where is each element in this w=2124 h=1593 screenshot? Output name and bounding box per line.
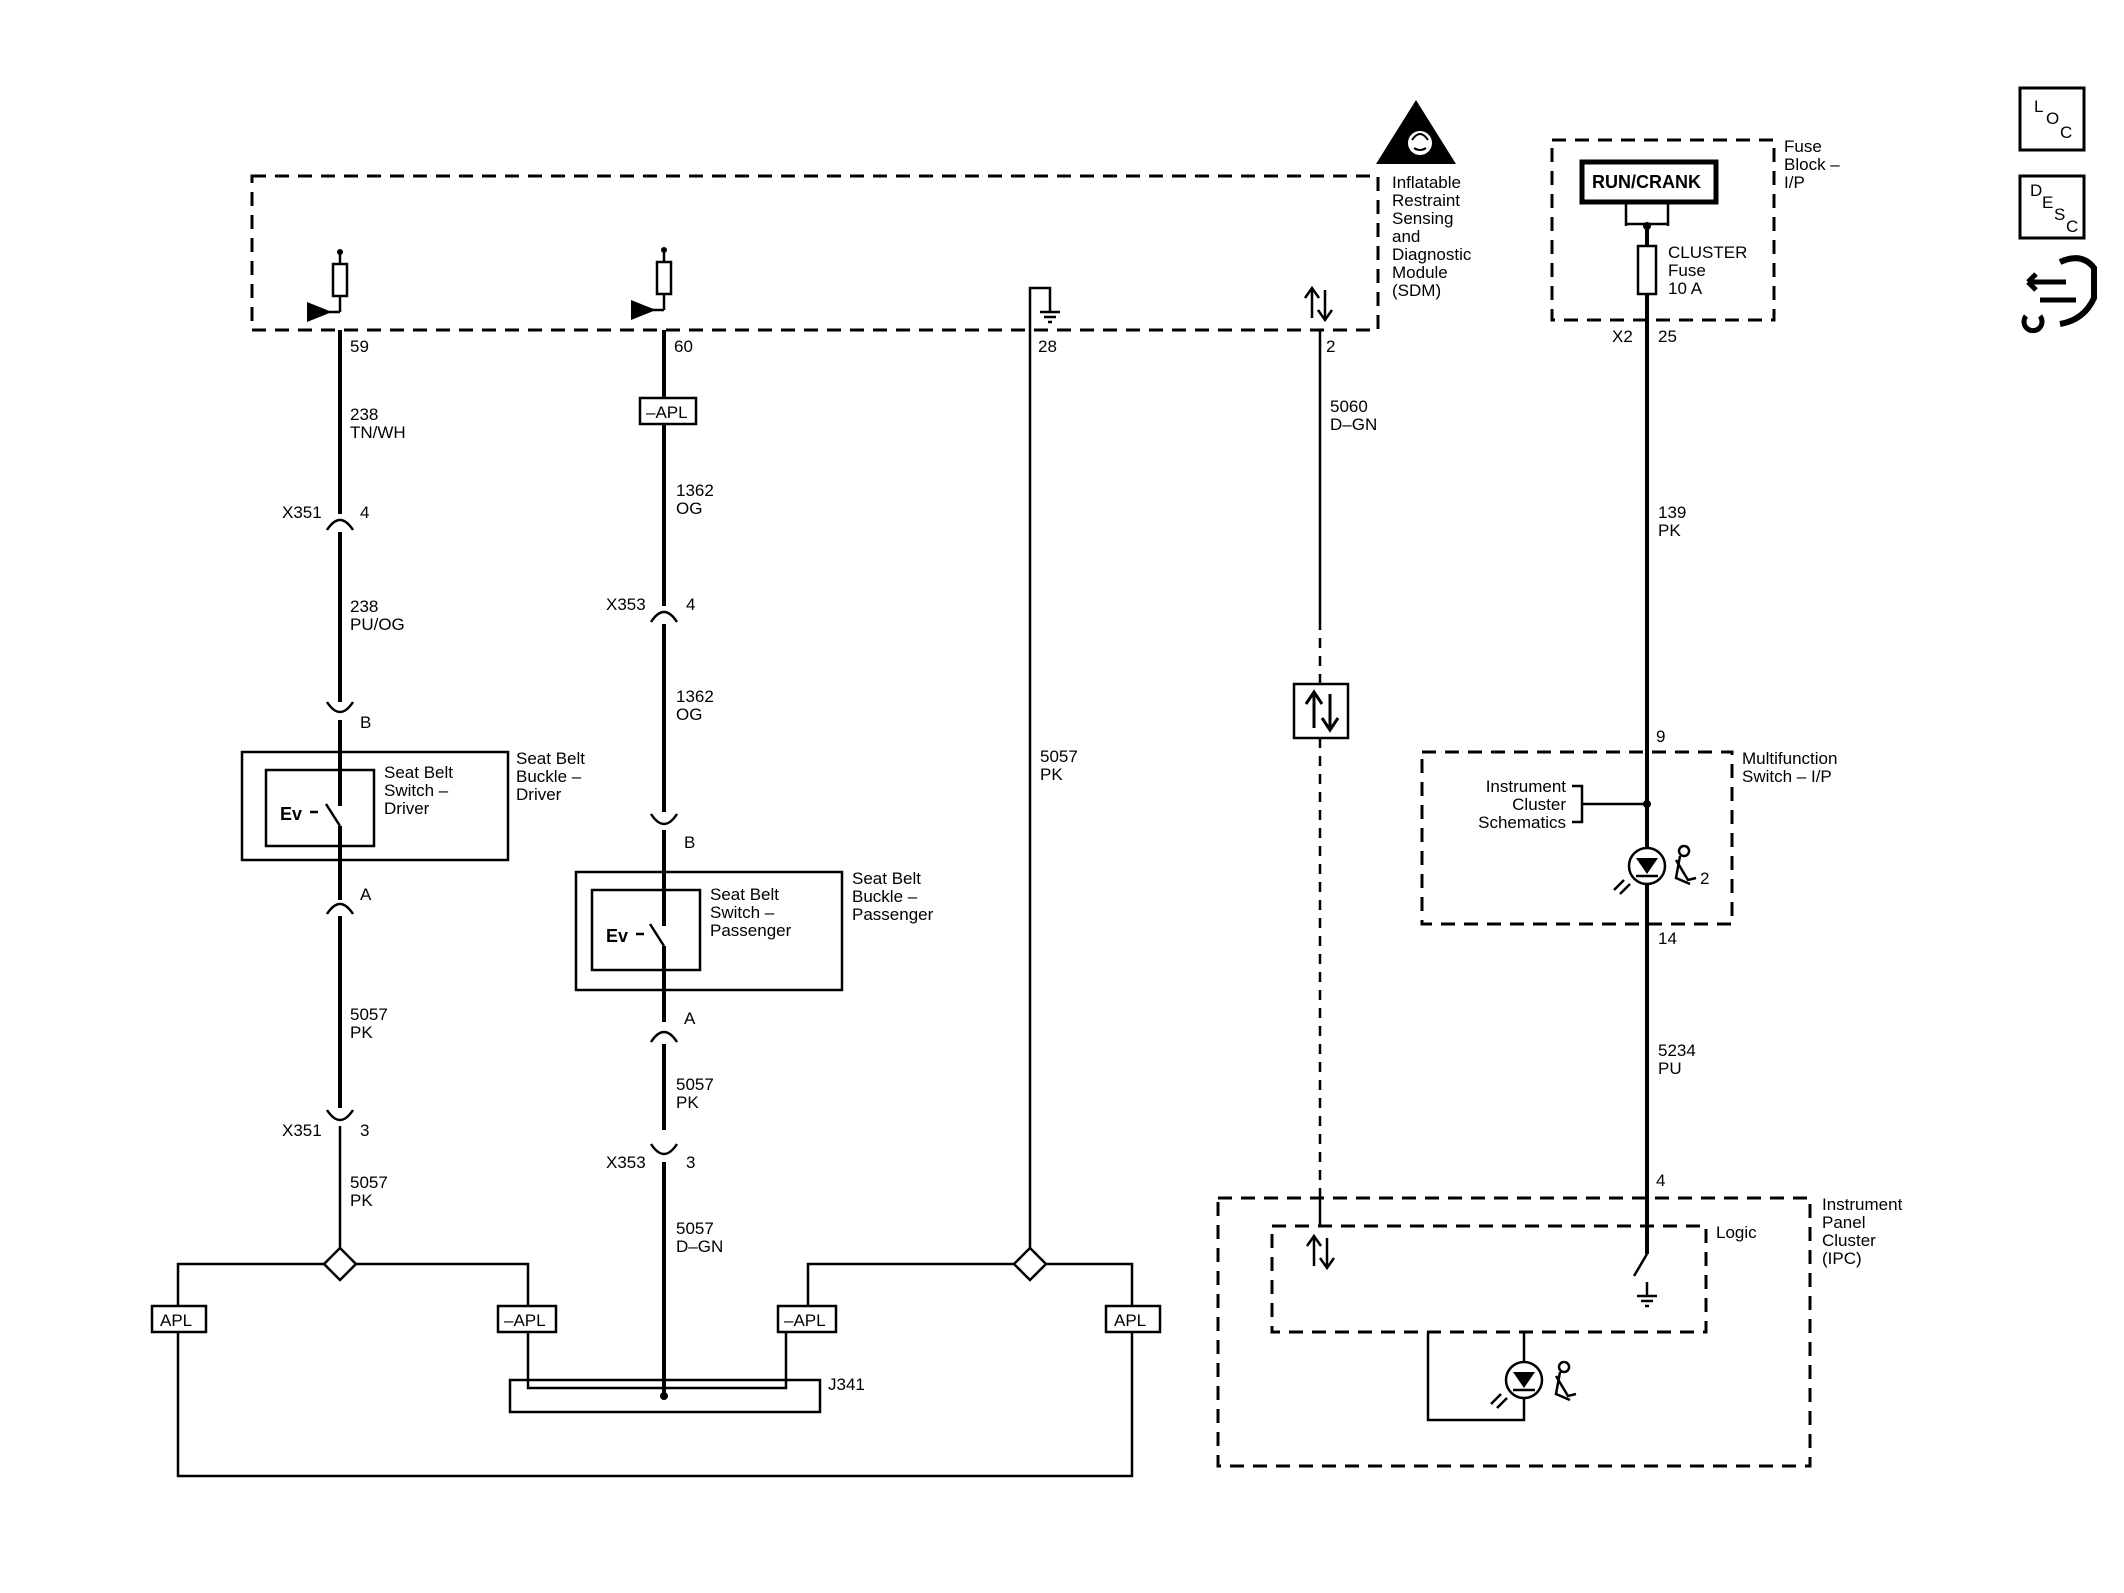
svg-text:2: 2 (1700, 869, 1709, 888)
svg-text:RUN/CRANK: RUN/CRANK (1592, 172, 1701, 192)
seatbelt-icon (1674, 844, 1697, 886)
svg-text:14: 14 (1658, 929, 1677, 948)
svg-text:Inflatable Restraint: Inflatable Restraint Sensing and Diagnos… (1392, 173, 1476, 300)
sdm-pullup-2 (631, 247, 673, 320)
svg-text:APL: APL (160, 1311, 192, 1330)
svg-text:–APL: –APL (504, 1311, 546, 1330)
svg-text:9: 9 (1656, 727, 1665, 746)
sdm-label-1: Inflatable (1392, 173, 1461, 192)
svg-text:S: S (2054, 205, 2065, 224)
driver-buckle-box (240, 750, 510, 862)
svg-text:Logic: Logic (1716, 1223, 1757, 1242)
svg-text:C: C (2066, 217, 2078, 236)
svg-text:A: A (684, 1009, 696, 1028)
serial-data-icon (1292, 682, 1350, 740)
svg-text:X351: X351 (282, 1121, 322, 1140)
connector-x351-3 (325, 1109, 355, 1122)
sdm-module: Inflatable Restraint Sensing and Diagnos… (250, 100, 1476, 356)
splice-left (322, 1246, 358, 1282)
svg-text:B: B (684, 833, 695, 852)
svg-text:J341: J341 (828, 1375, 865, 1394)
apl-network: APL –APL –APL APL J341 (150, 1246, 1162, 1478)
connector-pass-a (649, 1030, 679, 1043)
splice-right (1012, 1246, 1048, 1282)
wrench-hand-icon[interactable] (2021, 255, 2097, 334)
svg-text:X353: X353 (606, 1153, 646, 1172)
svg-text:C: C (2060, 123, 2072, 142)
svg-text:25: 25 (1658, 327, 1677, 346)
connector-pass-b (649, 813, 679, 826)
connector-x353-3 (649, 1143, 679, 1156)
pass-buckle-box (574, 870, 844, 992)
cluster-fuse (1636, 244, 1658, 296)
sdm-pin-28: 28 (1038, 337, 1057, 356)
sdm-pin-59: 59 (350, 337, 369, 356)
svg-text:–APL: –APL (646, 403, 688, 422)
svg-text:E: E (2042, 193, 2053, 212)
svg-text:X353: X353 (606, 595, 646, 614)
svg-text:4: 4 (360, 503, 369, 522)
svg-text:D: D (2030, 181, 2042, 200)
svg-text:3: 3 (360, 1121, 369, 1140)
ipc-seatbelt-icon (1554, 1360, 1577, 1402)
sdm-pullup-1 (307, 249, 349, 322)
sdm-pin-2: 2 (1326, 337, 1335, 356)
svg-text:4: 4 (1656, 1171, 1665, 1190)
svg-text:A: A (360, 885, 372, 904)
svg-text:O: O (2046, 109, 2059, 128)
svg-text:X2: X2 (1612, 327, 1633, 346)
ipc-logic-box (1270, 1224, 1708, 1334)
svg-text:B: B (360, 713, 371, 732)
apl-box-top (638, 396, 698, 426)
connector-driver-a (325, 902, 355, 915)
svg-text:3: 3 (686, 1153, 695, 1172)
connector-x353-4 (649, 610, 679, 623)
svg-text:–APL: –APL (784, 1311, 826, 1330)
svg-text:APL: APL (1114, 1311, 1146, 1330)
sdm-pin-60: 60 (674, 337, 693, 356)
svg-text:X351: X351 (282, 503, 322, 522)
run-crank-bus (1579, 159, 1719, 205)
svg-text:Ev: Ev (606, 926, 628, 946)
svg-text:4: 4 (686, 595, 695, 614)
svg-text:Ev: Ev (280, 804, 302, 824)
connector-x351-4 (325, 518, 355, 531)
sdm-ground-symbol (1028, 286, 1060, 330)
sdm-data-arrows-icon (1303, 285, 1334, 323)
splice-pack-j341 (508, 1378, 822, 1414)
loc-button[interactable]: L O C (2018, 86, 2086, 152)
svg-text:L: L (2034, 97, 2043, 116)
connector-driver-b (325, 701, 355, 714)
desc-button[interactable]: D E S C (2018, 174, 2086, 240)
